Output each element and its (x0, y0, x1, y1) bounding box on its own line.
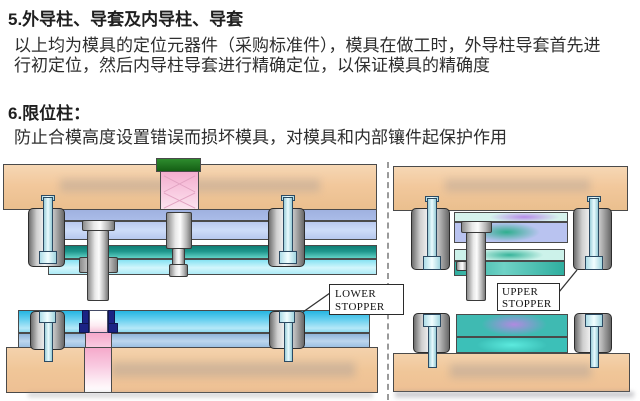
bolt-head (423, 314, 441, 327)
die-bushing-right-foot (108, 323, 118, 333)
bolt-shaft (284, 322, 293, 362)
upper-stopper-label: UPPER STOPPER (497, 283, 560, 311)
lower-die-cyan-plate (18, 310, 370, 333)
punch-pink-block (160, 171, 199, 213)
bolt-shaft (428, 326, 437, 368)
section-body-5: 以上均为模具的定位元器件（采购标准件），模具在做工时，外导柱导套首先进行初定位，… (14, 36, 601, 75)
diagram-shadow-left (28, 393, 373, 399)
section-heading-6: 6.限位柱： (8, 104, 91, 123)
bolt-shaft (589, 198, 599, 259)
bolt-head (39, 251, 57, 264)
bolt-head (585, 314, 603, 327)
pink-insert-mid (85, 333, 112, 348)
guide-pin-body (87, 230, 109, 301)
die-slot (89, 310, 108, 333)
bolt-head (585, 256, 603, 270)
bolt-head (279, 311, 295, 323)
lower-insert-plate-2 (456, 337, 568, 353)
bolt-shaft (43, 197, 53, 257)
bolt-shaft (44, 322, 53, 362)
punch-cylinder (166, 212, 192, 249)
bolt-shaft (283, 197, 293, 257)
diagram-shadow-right (395, 392, 634, 400)
dashed-divider (387, 162, 389, 400)
insert-plate-3 (454, 249, 565, 261)
lower-die-blue-plate (18, 333, 370, 348)
lower-stopper-label: LOWER STOPPER (329, 284, 404, 315)
bolt-head (279, 251, 297, 264)
lower-insert-plate-1 (456, 314, 568, 337)
die-bushing-left-foot (79, 323, 89, 333)
bolt-shaft (590, 326, 599, 368)
section-heading-5: 5.外导柱、导套及内导柱、导套 (8, 10, 244, 29)
insert-plate-1 (454, 212, 568, 222)
punch-cap-green (156, 158, 201, 172)
bolt-shaft (427, 198, 437, 259)
lower-die-base-plate (6, 347, 378, 393)
bolt-head (39, 311, 56, 323)
punch-foot (169, 264, 188, 277)
pink-insert-column (84, 348, 112, 392)
bolt-head (423, 256, 441, 270)
guide-pin-body (466, 232, 486, 301)
section-body-6: 防止合模高度设置错误而损坏模具，对模具和内部镶件起保护作用 (14, 128, 507, 147)
punch-cross-pattern (163, 175, 196, 209)
